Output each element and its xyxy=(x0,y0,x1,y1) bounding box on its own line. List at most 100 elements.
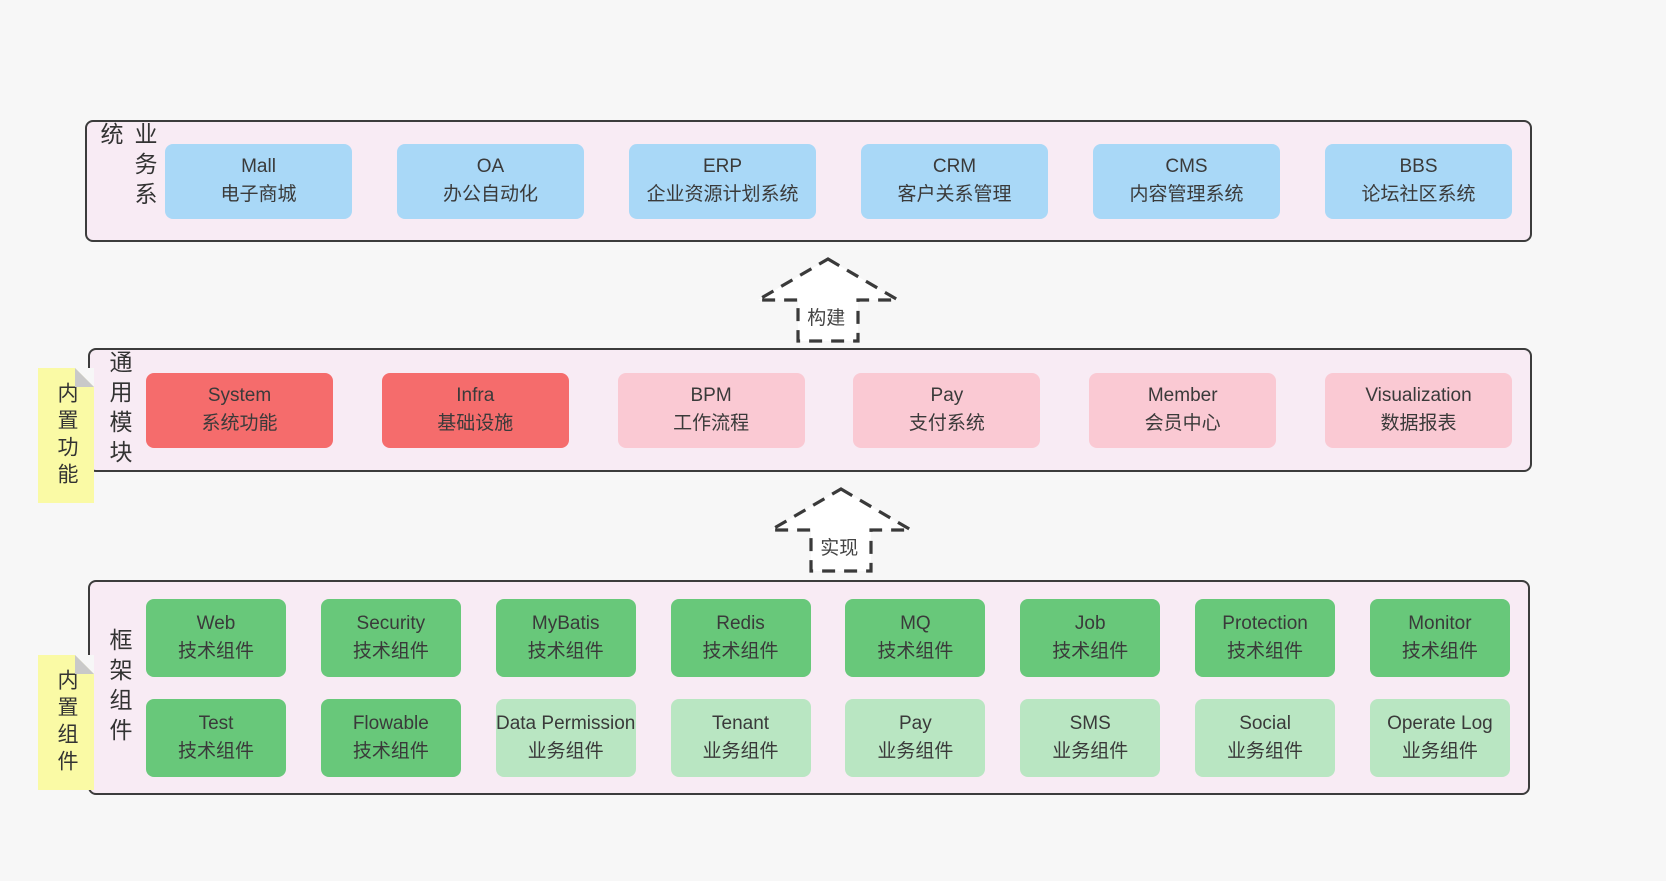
box-title: BPM xyxy=(690,385,732,407)
module-box-bpm: BPM 工作流程 xyxy=(617,372,805,448)
framework-components-layer: 框架组件 Web 技术组件 Security 技术组件 MyBatis 技术组件… xyxy=(88,580,1530,795)
box-title: Job xyxy=(1074,612,1106,634)
business-box-mall: Mall 电子商城 xyxy=(165,143,352,219)
box-subtitle: 办公自动化 xyxy=(442,184,538,205)
component-box-tenant: Tenant 业务组件 xyxy=(670,698,811,777)
box-title: Pay xyxy=(899,712,932,734)
business-boxes: Mall 电子商城 OA 办公自动化 ERP 企业资源计划系统 CRM 客户关系… xyxy=(161,143,1530,219)
box-subtitle: 技术组件 xyxy=(877,640,954,662)
box-title: Monitor xyxy=(1408,612,1472,634)
module-box-pay: Pay 支付系统 xyxy=(853,372,1041,448)
box-title: Security xyxy=(356,612,426,634)
business-box-cms: CMS 内容管理系统 xyxy=(1093,143,1280,219)
box-title: ERP xyxy=(702,156,743,178)
box-title: CMS xyxy=(1165,156,1208,178)
build-arrow: 构建 xyxy=(755,256,901,344)
box-title: MyBatis xyxy=(531,612,600,634)
box-title: Visualization xyxy=(1365,385,1472,407)
box-subtitle: 业务组件 xyxy=(702,740,779,762)
component-box-security: Security 技术组件 xyxy=(320,598,461,677)
box-subtitle: 技术组件 xyxy=(527,640,604,662)
module-box-member: Member 会员中心 xyxy=(1089,372,1277,448)
component-box-data-permission: Data Permission 业务组件 xyxy=(495,698,636,777)
component-box-social: Social 业务组件 xyxy=(1195,698,1336,777)
sticky-note-builtin-components: 内置组件 xyxy=(38,655,94,790)
box-subtitle: 技术组件 xyxy=(352,640,429,662)
box-subtitle: 技术组件 xyxy=(702,640,779,662)
component-box-monitor: Monitor 技术组件 xyxy=(1369,598,1510,677)
components-layer-label: 框架组件 xyxy=(106,627,132,748)
box-title: BBS xyxy=(1399,156,1438,178)
box-subtitle: 业务组件 xyxy=(1401,740,1478,762)
box-subtitle: 业务组件 xyxy=(1227,740,1304,762)
box-title: OA xyxy=(476,156,505,178)
box-title: CRM xyxy=(932,156,977,178)
up-arrow-icon xyxy=(768,487,914,573)
common-modules-layer: 通用模块 System 系统功能 Infra 基础设施 BPM 工作流程 Pay… xyxy=(88,348,1532,472)
component-rows: Web 技术组件 Security 技术组件 MyBatis 技术组件 Redi… xyxy=(142,598,1528,777)
box-subtitle: 内容管理系统 xyxy=(1129,184,1244,205)
box-subtitle: 系统功能 xyxy=(201,413,278,434)
component-box-job: Job 技术组件 xyxy=(1020,598,1161,677)
box-subtitle: 技术组件 xyxy=(352,740,429,762)
build-arrow-label: 构建 xyxy=(804,302,849,331)
box-subtitle: 客户关系管理 xyxy=(897,184,1012,205)
box-subtitle: 业务组件 xyxy=(877,740,954,762)
component-box-sms: SMS 业务组件 xyxy=(1020,698,1161,777)
box-title: Pay xyxy=(930,385,964,407)
box-subtitle: 业务组件 xyxy=(527,740,604,762)
component-row-1: Web 技术组件 Security 技术组件 MyBatis 技术组件 Redi… xyxy=(146,598,1510,677)
box-subtitle: 企业资源计划系统 xyxy=(646,184,799,205)
box-subtitle: 技术组件 xyxy=(1227,640,1304,662)
modules-layer-label: 通用模块 xyxy=(106,350,132,470)
box-subtitle: 技术组件 xyxy=(177,640,254,662)
sticky-note-builtin-features: 内置功能 xyxy=(38,368,94,503)
box-title: Test xyxy=(198,712,234,734)
box-title: Web xyxy=(196,612,236,634)
box-subtitle: 电子商城 xyxy=(220,184,297,205)
box-subtitle: 支付系统 xyxy=(908,413,985,434)
box-subtitle: 论坛社区系统 xyxy=(1361,184,1476,205)
box-subtitle: 技术组件 xyxy=(177,740,254,762)
box-title: SMS xyxy=(1069,712,1111,734)
box-title: Flowable xyxy=(352,712,429,734)
module-box-system: System 系统功能 xyxy=(146,372,333,448)
box-subtitle: 工作流程 xyxy=(673,413,750,434)
box-title: System xyxy=(207,385,272,407)
box-title: MQ xyxy=(900,612,931,634)
box-subtitle: 基础设施 xyxy=(437,413,514,434)
business-box-crm: CRM 客户关系管理 xyxy=(861,143,1048,219)
business-box-oa: OA 办公自动化 xyxy=(397,143,584,219)
box-title: Data Permission xyxy=(495,712,636,734)
box-title: Social xyxy=(1239,712,1291,734)
module-box-infra: Infra 基础设施 xyxy=(381,372,569,448)
business-box-erp: ERP 企业资源计划系统 xyxy=(629,143,816,219)
up-arrow-icon xyxy=(755,257,901,343)
box-title: Protection xyxy=(1222,612,1308,634)
module-box-visualization: Visualization 数据报表 xyxy=(1324,372,1512,448)
business-systems-layer: 业务系统 Mall 电子商城 OA 办公自动化 ERP 企业资源计划系统 CRM… xyxy=(85,120,1532,242)
implement-arrow-label: 实现 xyxy=(817,532,862,561)
box-title: Tenant xyxy=(712,712,770,734)
component-box-redis: Redis 技术组件 xyxy=(670,598,811,677)
box-title: Redis xyxy=(716,612,765,634)
component-box-test: Test 技术组件 xyxy=(146,698,286,777)
component-box-operate-log: Operate Log 业务组件 xyxy=(1369,698,1510,777)
component-box-pay: Pay 业务组件 xyxy=(845,698,986,777)
component-row-2: Test 技术组件 Flowable 技术组件 Data Permission … xyxy=(146,698,1510,777)
box-subtitle: 业务组件 xyxy=(1052,740,1129,762)
component-box-mybatis: MyBatis 技术组件 xyxy=(495,598,636,677)
box-subtitle: 技术组件 xyxy=(1401,640,1478,662)
business-box-bbs: BBS 论坛社区系统 xyxy=(1325,143,1512,219)
box-title: Infra xyxy=(456,385,495,407)
implement-arrow: 实现 xyxy=(768,486,914,574)
component-box-flowable: Flowable 技术组件 xyxy=(320,698,461,777)
box-title: Mall xyxy=(241,156,276,178)
box-subtitle: 技术组件 xyxy=(1052,640,1129,662)
box-title: Member xyxy=(1147,385,1218,407)
component-box-mq: MQ 技术组件 xyxy=(845,598,986,677)
component-box-protection: Protection 技术组件 xyxy=(1195,598,1336,677)
business-layer-label: 业务系统 xyxy=(97,122,157,212)
box-subtitle: 数据报表 xyxy=(1380,413,1457,434)
box-subtitle: 会员中心 xyxy=(1144,413,1221,434)
